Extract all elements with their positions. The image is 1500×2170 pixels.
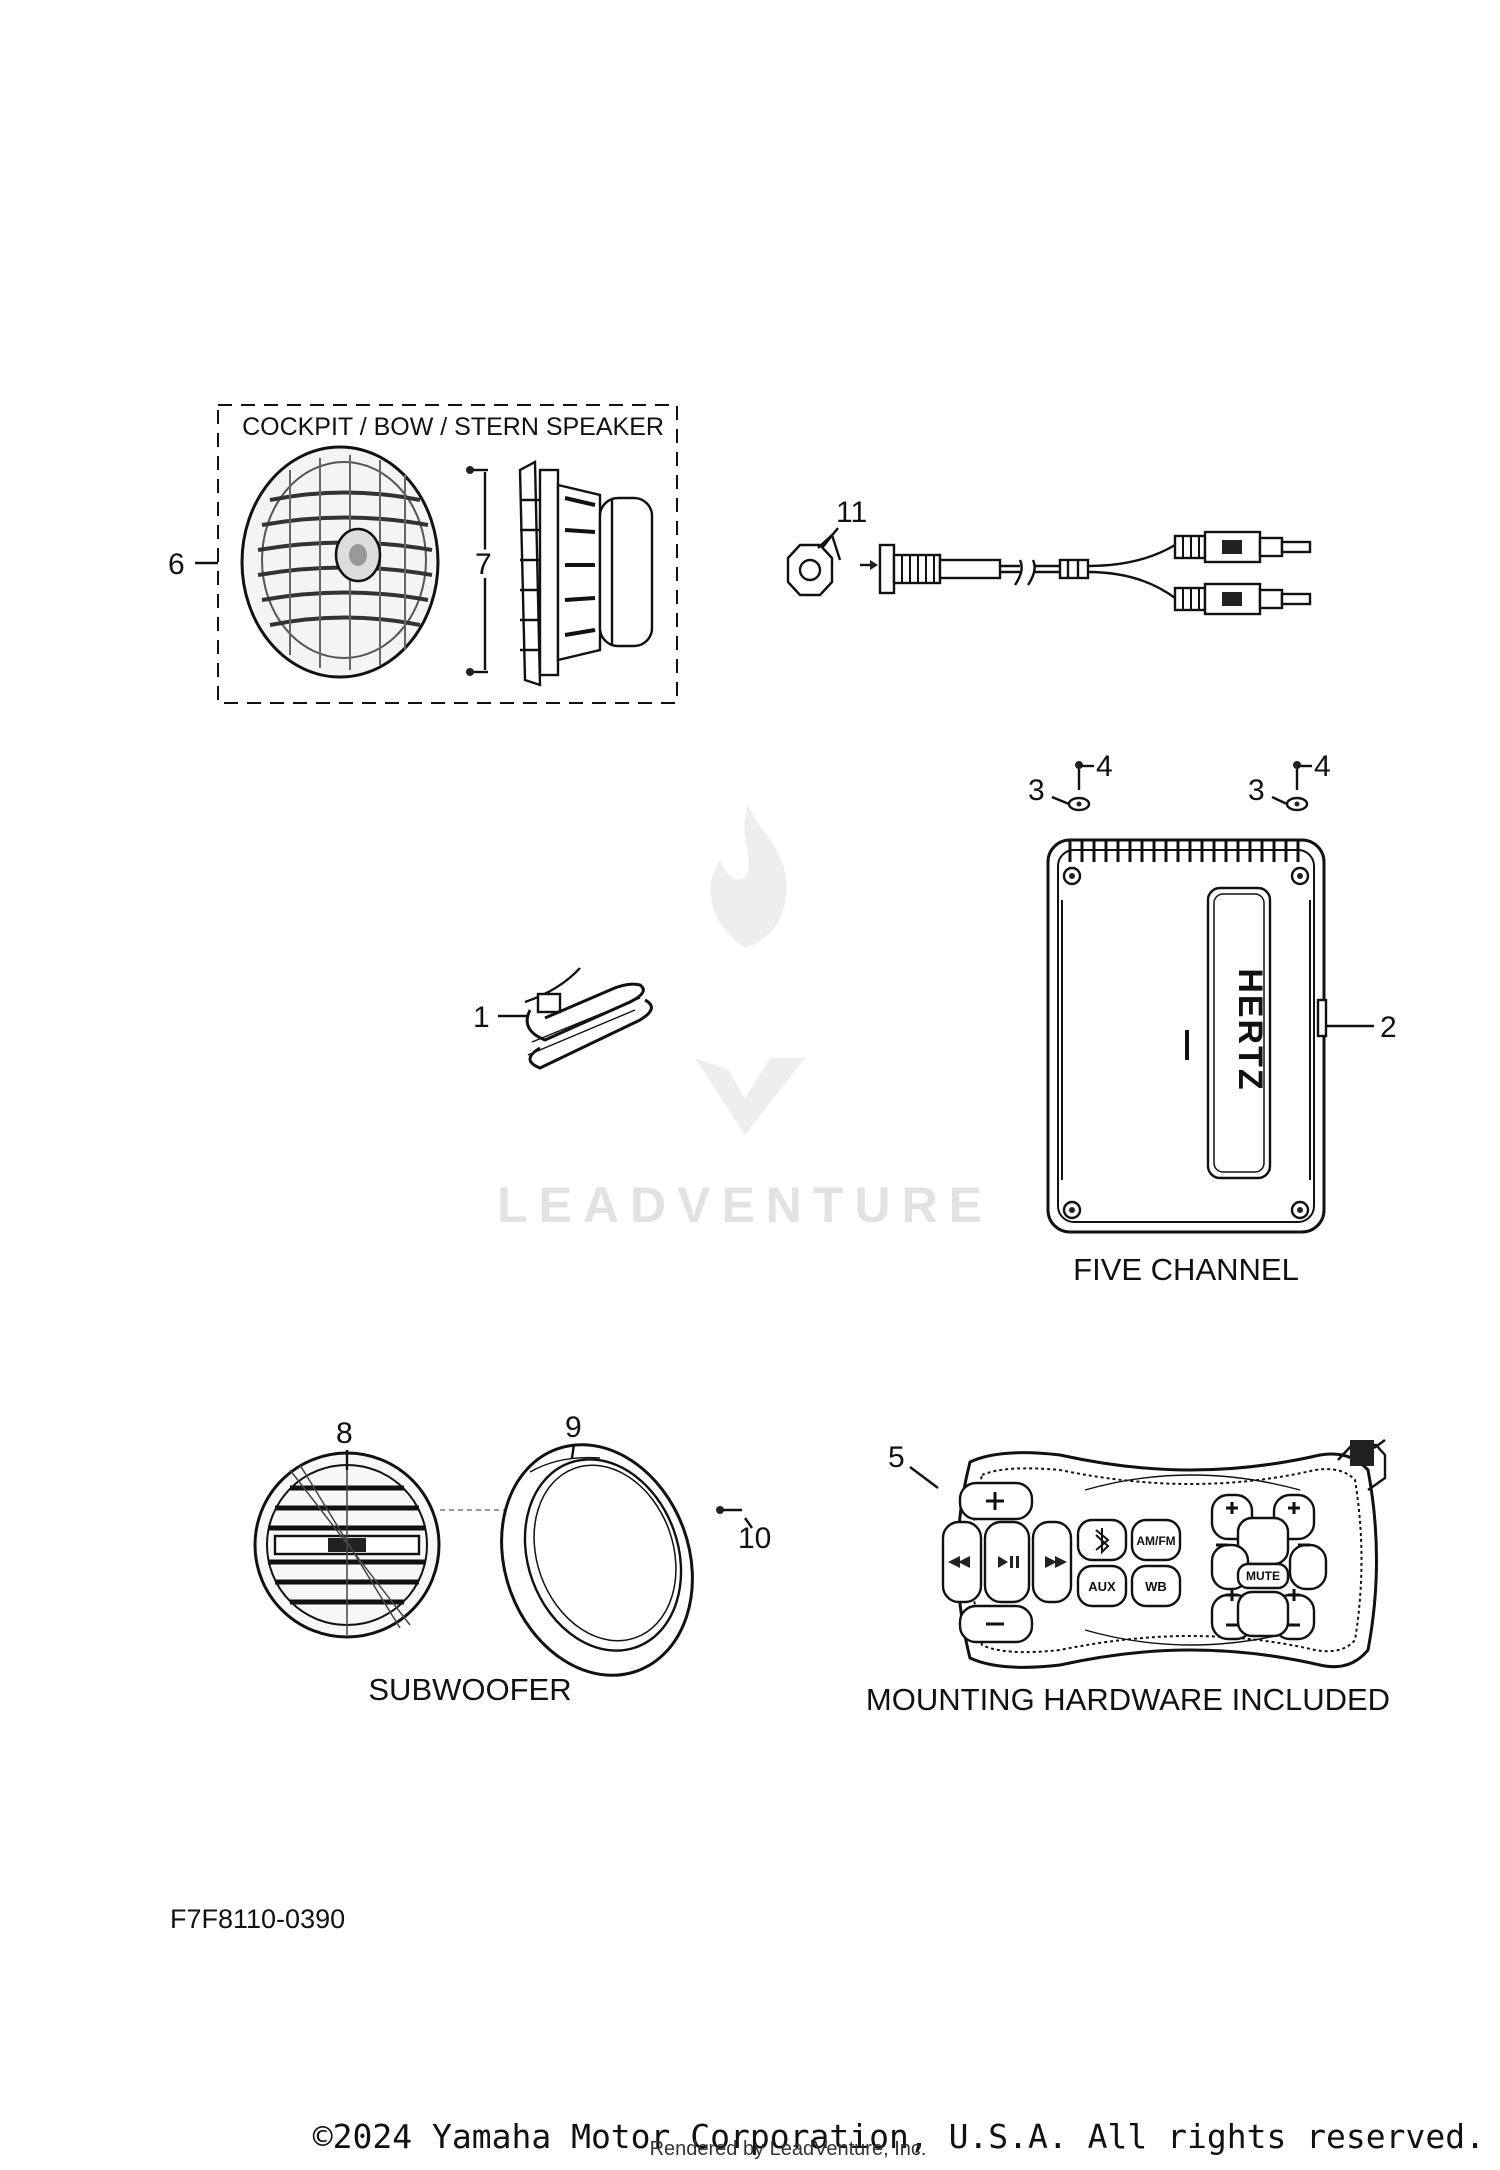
amplifier-brand: HERTZ [1231, 968, 1269, 1091]
callout-2: 2 [1380, 1011, 1397, 1044]
callout-6: 6 [168, 548, 185, 581]
remote-amfm-label: AM/FM [1136, 1534, 1175, 1548]
leader-10 [744, 1517, 753, 1529]
callout-4-right: 4 [1314, 750, 1331, 783]
speaker-screws-7[interactable] [466, 466, 488, 676]
callout-9: 9 [565, 1411, 582, 1444]
remote-aux-label: AUX [1088, 1579, 1116, 1594]
washer-3-right[interactable] [1285, 796, 1309, 812]
leader-3-left [1051, 795, 1070, 806]
callout-10: 10 [738, 1522, 771, 1555]
callout-8: 8 [336, 1417, 353, 1450]
callout-3-right: 3 [1248, 774, 1265, 807]
callout-7: 7 [475, 548, 492, 581]
cockpit-speaker-group: COCKPIT / BOW / STERN SPEAKER [168, 404, 678, 704]
subwoofer-ring-9[interactable] [470, 1418, 724, 1703]
speaker-side-profile [518, 460, 654, 687]
remote-mute-label: MUTE [1246, 1569, 1280, 1583]
cockpit-speaker-caption: COCKPIT / BOW / STERN SPEAKER [242, 413, 664, 441]
remote-wb-label: WB [1145, 1579, 1167, 1594]
leader-9 [570, 1443, 576, 1459]
watermark-text: LEADVENTURE [497, 1177, 993, 1233]
leadventure-flame-logo [695, 805, 805, 1135]
copyright-notice: ©2024 Yamaha Motor Corporation, U.S.A. A… [313, 2117, 1485, 2156]
leadventure-watermark: LEADVENTURE [497, 805, 993, 1233]
rendered-by-notice: Rendered by LeadVenture, Inc. [650, 2138, 927, 2160]
mounting-hardware-caption: MOUNTING HARDWARE INCLUDED [866, 1682, 1390, 1717]
screw-10[interactable] [716, 1506, 742, 1514]
fuse-holder-1[interactable] [524, 967, 653, 1070]
five-channel-caption: FIVE CHANNEL [1073, 1252, 1299, 1287]
callout-1: 1 [473, 1001, 490, 1034]
leader-5 [909, 1466, 939, 1489]
washer-3-left[interactable] [1067, 796, 1091, 812]
leader-3-right [1271, 795, 1288, 806]
callout-5: 5 [888, 1441, 905, 1474]
callout-3-left: 3 [1028, 774, 1045, 807]
remote-control-5[interactable]: AM/FM AUX WB MUTE [941, 1439, 1387, 1669]
callout-11: 11 [836, 496, 867, 529]
amplifier-2[interactable]: HERTZ [1046, 838, 1328, 1234]
diagram-part-code: F7F8110-0390 [170, 1904, 345, 1934]
speaker-group-dashed-frame [217, 404, 678, 704]
leader-11 [821, 527, 839, 549]
callout-4-left: 4 [1096, 750, 1113, 783]
speaker-grille-6[interactable] [240, 445, 440, 679]
subwoofer-caption: SUBWOOFER [368, 1672, 571, 1707]
subwoofer-8[interactable] [253, 1451, 441, 1639]
aux-cable-11[interactable] [786, 530, 1312, 616]
